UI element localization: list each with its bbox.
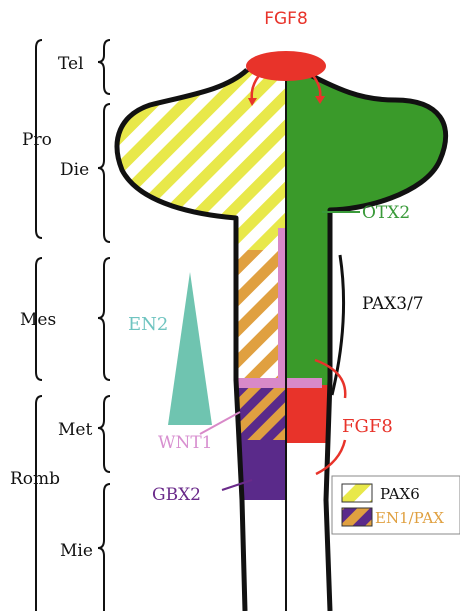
legend-label-pax6: PAX6 xyxy=(380,485,420,503)
label-fgf8-top: FGF8 xyxy=(264,9,308,29)
label-en2: EN2 xyxy=(128,314,168,335)
label-die: Die xyxy=(60,160,89,180)
legend-label-en1pax: EN1/PAX xyxy=(375,509,444,527)
legend: PAX6 EN1/PAX xyxy=(332,476,460,534)
label-pro: Pro xyxy=(22,130,52,150)
label-romb: Romb xyxy=(10,469,60,489)
bracket-romb xyxy=(36,396,42,611)
en2-gradient-shape xyxy=(168,272,212,425)
gbx2-region xyxy=(220,440,286,500)
fgf8-arc-lower xyxy=(316,440,345,474)
pax6-region xyxy=(100,60,286,250)
bracket-tel xyxy=(98,40,110,94)
bracket-mie xyxy=(98,484,110,611)
bracket-met xyxy=(98,396,110,472)
en1pax-region xyxy=(220,250,286,385)
legend-swatch-en1pax xyxy=(342,508,372,526)
label-mie: Mie xyxy=(60,541,93,561)
wnt1-horizontal-band xyxy=(230,378,322,388)
bracket-mes xyxy=(98,258,110,380)
legend-swatch-pax6 xyxy=(342,484,372,502)
label-met: Met xyxy=(58,420,92,440)
label-fgf8-isthmus: FGF8 xyxy=(342,416,393,437)
label-wnt1: WNT1 xyxy=(158,433,213,453)
label-pax37: PAX3/7 xyxy=(362,294,424,314)
wnt1-en1pax-region xyxy=(220,385,286,440)
label-gbx2: GBX2 xyxy=(152,485,201,505)
bracket-die xyxy=(98,104,110,242)
label-otx2: OTX2 xyxy=(362,203,410,223)
fgf8-isthmus-region xyxy=(286,385,346,443)
expression-regions xyxy=(100,60,460,500)
label-tel: Tel xyxy=(58,54,84,74)
label-mes: Mes xyxy=(20,310,56,330)
